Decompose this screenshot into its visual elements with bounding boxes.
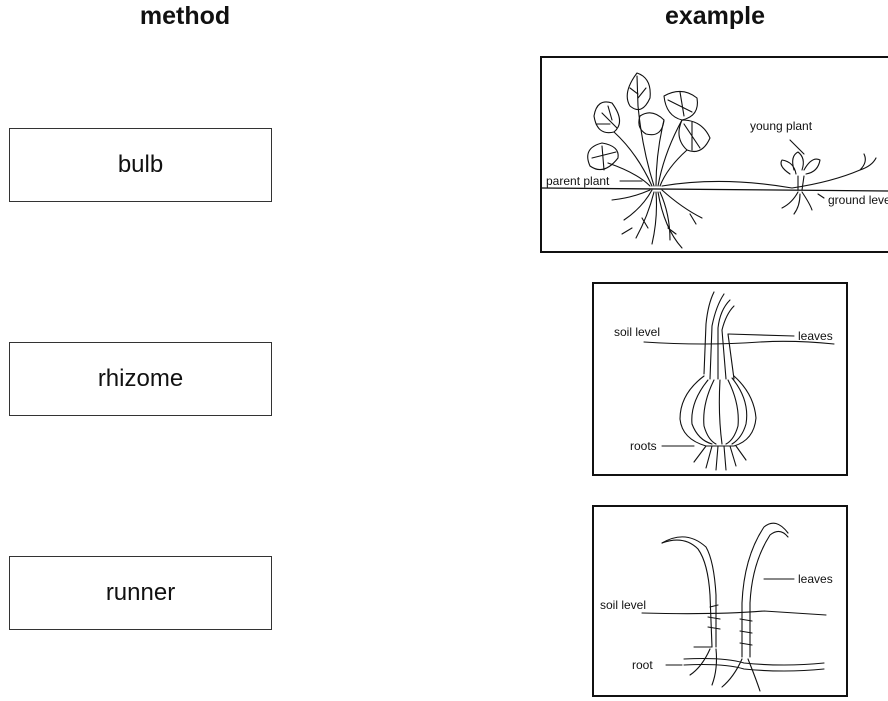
method-box-runner[interactable]: runner <box>9 556 272 630</box>
label-young-plant: young plant <box>750 119 813 133</box>
label-leaves: leaves <box>798 572 833 586</box>
label-soil-level: soil level <box>600 598 646 612</box>
example-strawberry-runner[interactable]: parent plant young plant ground level <box>540 56 888 253</box>
strawberry-runner-illustration: parent plant young plant ground level <box>542 58 888 253</box>
label-root: root <box>632 658 653 672</box>
example-rhizome[interactable]: soil level leaves root <box>592 505 848 697</box>
label-roots: roots <box>630 439 657 453</box>
method-heading: method <box>90 2 280 31</box>
label-ground-level: ground level <box>828 193 888 207</box>
bulb-illustration: soil level leaves roots <box>594 284 848 476</box>
example-heading: example <box>620 2 810 31</box>
label-parent-plant: parent plant <box>546 174 610 188</box>
method-box-rhizome[interactable]: rhizome <box>9 342 272 416</box>
example-bulb[interactable]: soil level leaves roots <box>592 282 848 476</box>
label-soil-level: soil level <box>614 325 660 339</box>
rhizome-illustration: soil level leaves root <box>594 507 848 697</box>
method-box-bulb[interactable]: bulb <box>9 128 272 202</box>
label-leaves: leaves <box>798 329 833 343</box>
